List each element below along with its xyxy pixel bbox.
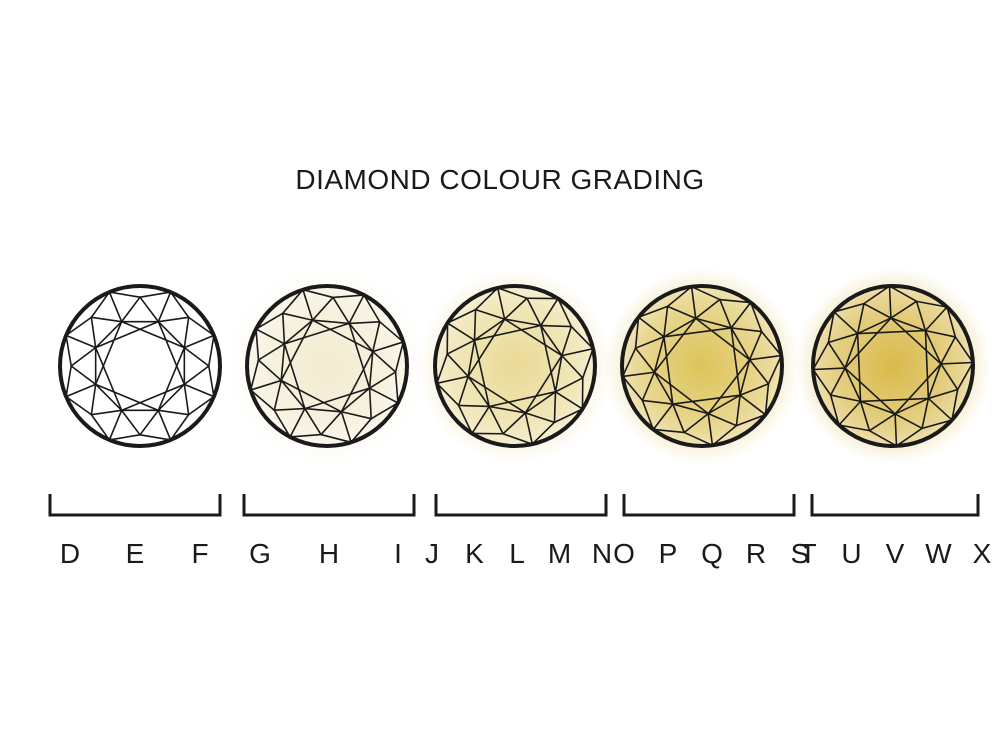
diamond-girdle (811, 284, 975, 448)
diamond-facets (436, 287, 594, 445)
grade-letter: S (791, 538, 810, 569)
grade-letter: G (249, 538, 271, 569)
grade-bracket-2 (242, 494, 416, 517)
diamond-4 (604, 268, 800, 464)
grade-letter: H (319, 538, 339, 569)
diamond-facets (812, 285, 974, 447)
diamond-body (813, 286, 973, 446)
diamond-5 (795, 268, 991, 464)
diamond-1 (58, 284, 222, 448)
diamond-3 (417, 268, 613, 464)
grade-letter: L (509, 538, 525, 569)
diamond-facets (65, 291, 215, 441)
grade-letter: E (126, 538, 145, 569)
grade-letter: N (592, 538, 612, 569)
diamond-row (58, 268, 991, 464)
grade-letter: W (925, 538, 952, 569)
grade-bracket-1 (48, 494, 222, 517)
grade-bracket-4 (622, 494, 796, 517)
grade-letter: K (465, 538, 484, 569)
grade-letter: T (799, 538, 816, 569)
grade-letter: P (659, 538, 678, 569)
grade-letter: R (746, 538, 766, 569)
diamond-2 (229, 268, 425, 464)
diamond-body (622, 286, 782, 446)
grade-bracket-3 (434, 494, 608, 517)
grade-letter: Q (701, 538, 723, 569)
diagram-title: DIAMOND COLOUR GRADING (295, 164, 705, 195)
grade-letter: J (425, 538, 439, 569)
diamond-girdle (433, 284, 597, 448)
diamond-facets (249, 288, 405, 444)
diamond-girdle (58, 284, 222, 448)
bracket-row (48, 494, 980, 517)
grade-letter: X (973, 538, 992, 569)
grade-letter: V (886, 538, 905, 569)
diamond-facets (621, 285, 783, 447)
diamond-body (247, 286, 407, 446)
grade-letter: U (841, 538, 861, 569)
grade-bracket-5 (810, 494, 980, 517)
grade-letter: M (548, 538, 571, 569)
grade-letter: I (394, 538, 402, 569)
diamond-girdle (620, 284, 784, 448)
grade-letter: F (191, 538, 208, 569)
diamond-body (60, 286, 220, 446)
grade-letter: O (613, 538, 635, 569)
grade-letter: D (60, 538, 80, 569)
diamond-girdle (245, 284, 409, 448)
